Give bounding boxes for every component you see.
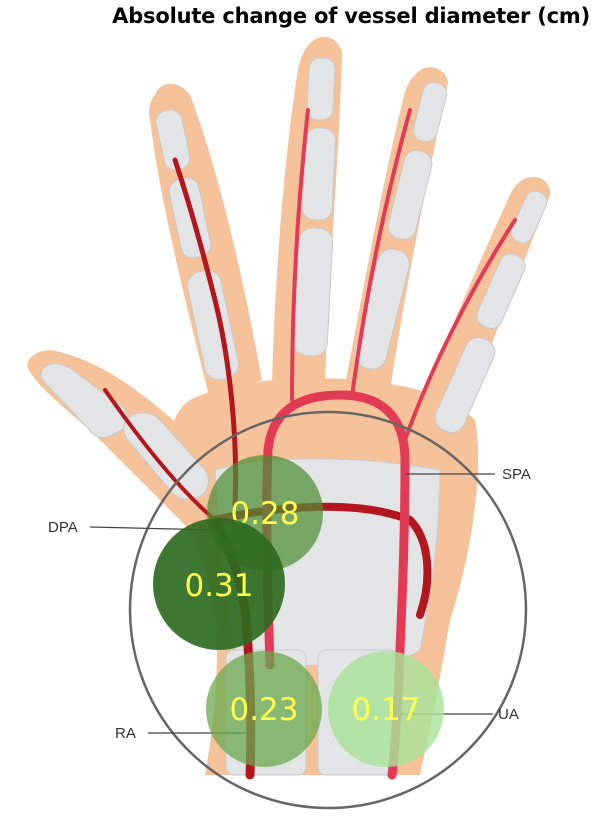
label-ua: UA <box>498 706 519 723</box>
bubble-dpa-value: 0.31 <box>184 568 253 604</box>
bubble-ra-value: 0.23 <box>229 692 298 728</box>
figure-title: Absolute change of vessel diameter (cm) <box>112 4 590 28</box>
index-artery <box>172 157 239 508</box>
bubble-ua-circle <box>328 651 444 767</box>
bubble-dpa-circle <box>153 518 285 650</box>
region-outline <box>128 410 528 810</box>
ring-digital-artery <box>350 108 412 398</box>
label-spa: SPA <box>502 466 531 483</box>
bubble-ra: 0.23 <box>206 651 322 767</box>
label-dpa: DPA <box>48 519 78 536</box>
middle-digital-artery <box>290 108 310 402</box>
little-digital-artery <box>403 218 517 442</box>
bubble-ua-value: 0.17 <box>351 692 420 728</box>
bubble-ra-circle <box>206 651 322 767</box>
bubble-dpa: 0.31 <box>153 518 285 650</box>
label-ra: RA <box>115 725 136 742</box>
thumb-artery <box>103 388 217 522</box>
bubble-ua: 0.17 <box>328 651 444 767</box>
